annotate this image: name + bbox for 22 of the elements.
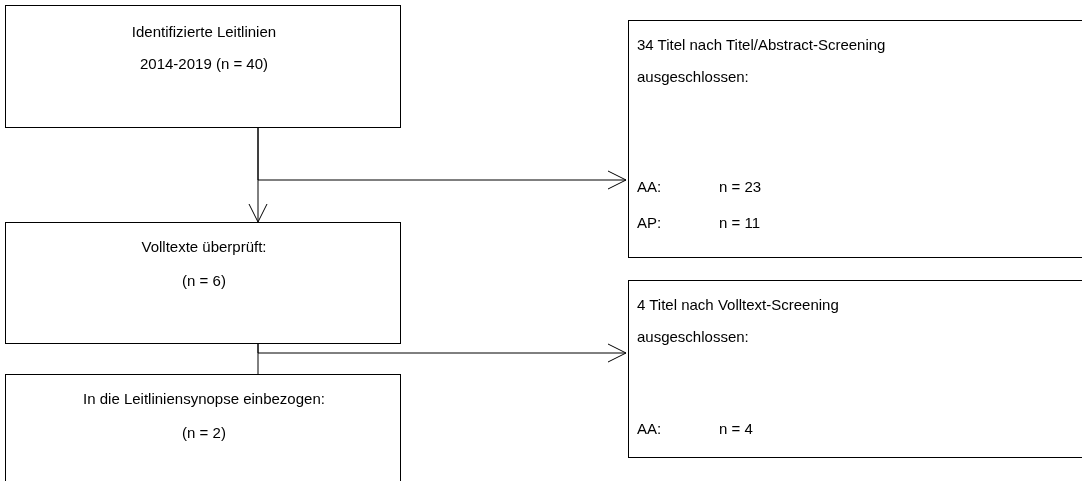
box-text: 4 Titel nach Volltext-Screening ausgeschlossen: <box>637 295 840 347</box>
result-box <box>5 374 401 481</box>
box-text: (n = 2) <box>181 423 227 443</box>
box-text: In die Leitliniensynopse einbezogen: <box>82 389 326 409</box>
box-text: n = 23 <box>719 177 762 197</box>
box-text: 34 Titel nach Titel/Abstract-Screening ausgeschlossen: <box>637 35 887 87</box>
connector-line <box>257 343 259 375</box>
box-text: Volltexte überprüft: <box>140 237 268 257</box>
box-text: Identifizierte Leitlinien <box>130 22 278 42</box>
process-box <box>5 222 401 344</box>
title-box <box>5 5 401 128</box>
box-text: AA: <box>637 177 662 197</box>
box-text: (n = 6) <box>181 271 227 291</box>
exclusion-box <box>628 20 1082 258</box>
box-text: 2014-2019 (n = 40) <box>139 54 269 74</box>
box-text: n = 11 <box>719 213 760 233</box>
box-text: AP: <box>637 213 662 233</box>
box-text: AA: <box>637 419 662 439</box>
box-text: n = 4 <box>719 419 753 439</box>
exclusion-box <box>628 280 1082 458</box>
arrow <box>257 127 627 190</box>
arrow <box>257 343 627 363</box>
